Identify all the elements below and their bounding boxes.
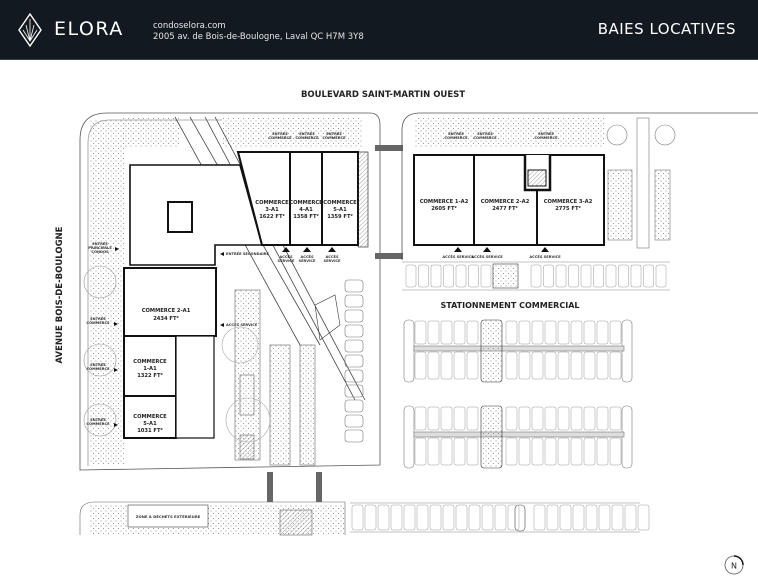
svg-text:COMMERCE 1-A2: COMMERCE 1-A2 <box>420 199 469 205</box>
svg-text:ACCÈS SERVICE: ACCÈS SERVICE <box>529 254 561 259</box>
street-label-north: BOULEVARD SAINT-MARTIN OUEST <box>301 90 465 100</box>
waste-zone-label: ZONE À DÉCHETS EXTÉRIEURE <box>136 514 201 519</box>
unit-commerce-5-a1-west[interactable]: COMMERCE 5-A1 1031 FT² <box>133 414 167 434</box>
svg-text:ENTRÉE SECONDAIRE: ENTRÉE SECONDAIRE <box>226 251 269 256</box>
unit-commerce-5-a1-north[interactable]: COMMERCE 5-A1 1359 FT² <box>323 200 357 220</box>
svg-text:ENTRÉE: ENTRÉE <box>92 241 108 246</box>
contact-info: condoselora.com 2005 av. de Bois-de-Boul… <box>153 21 364 43</box>
svg-text:ENTRÉE: ENTRÉE <box>90 417 106 422</box>
address-text: 2005 av. de Bois-de-Boulogne, Laval QC H… <box>153 32 364 42</box>
svg-text:3-A1: 3-A1 <box>265 207 279 213</box>
street-label-west: AVENUE BOIS-DE-BOULOGNE <box>55 226 65 363</box>
pillar-left <box>267 472 273 502</box>
page-title: BAIES LOCATIVES <box>597 20 736 38</box>
svg-text:COMMERCE: COMMERCE <box>323 200 357 206</box>
svg-text:N: N <box>731 562 737 571</box>
unit-commerce-1-a1[interactable]: COMMERCE 1-A1 1322 FT² <box>133 359 167 379</box>
svg-text:ACCÈS: ACCÈS <box>300 254 314 259</box>
svg-text:ENTRÉE: ENTRÉE <box>90 316 106 321</box>
svg-text:ENTRÉE: ENTRÉE <box>90 362 106 367</box>
unit-commerce-3-a2[interactable]: COMMERCE 3-A2 2775 FT² <box>544 199 593 212</box>
svg-text:1031 FT²: 1031 FT² <box>137 428 163 434</box>
svg-text:SERVICE: SERVICE <box>323 259 341 263</box>
central-landscape <box>221 279 364 466</box>
svg-text:COMMERCE: COMMERCE <box>86 422 110 426</box>
svg-text:COMMERCE: COMMERCE <box>133 414 167 420</box>
pillar-right <box>316 472 322 502</box>
east-edge-landscape <box>606 117 676 249</box>
parking-stalls <box>351 264 667 531</box>
svg-text:2477 FT²: 2477 FT² <box>492 206 518 212</box>
site-floor-plan: BOULEVARD SAINT-MARTIN OUEST AVENUE BOIS… <box>55 90 758 575</box>
svg-text:COMMERCE: COMMERCE <box>322 136 346 140</box>
svg-text:COMMERCE: COMMERCE <box>133 359 167 365</box>
svg-text:1-A1: 1-A1 <box>143 366 157 372</box>
svg-text:4-A1: 4-A1 <box>299 207 313 213</box>
unit-commerce-1-a2[interactable]: COMMERCE 1-A2 2605 FT² <box>420 199 469 212</box>
bottom-landscape <box>79 501 346 536</box>
svg-text:1358 FT²: 1358 FT² <box>293 214 319 220</box>
west-entrances: ENTRÉE PRINCIPALE CONDOS ENTRÉE COMMERCE… <box>83 241 119 437</box>
building-east <box>413 154 605 246</box>
svg-text:COMMERCE: COMMERCE <box>289 200 323 206</box>
svg-text:SERVICE: SERVICE <box>277 259 295 263</box>
svg-text:ACCÈS: ACCÈS <box>279 254 293 259</box>
svg-text:2434 FT²: 2434 FT² <box>153 316 179 322</box>
unit-commerce-3-a1[interactable]: COMMERCE 3-A1 1622 FT² <box>255 200 289 220</box>
unit-commerce-4-a1[interactable]: COMMERCE 4-A1 1358 FT² <box>289 200 323 220</box>
svg-text:ENTRÉE: ENTRÉE <box>299 131 315 136</box>
svg-text:ENTRÉE: ENTRÉE <box>272 131 288 136</box>
svg-text:PRINCIPALE: PRINCIPALE <box>88 246 112 250</box>
building-west <box>123 164 264 439</box>
north-arrow-icon: N <box>724 555 744 575</box>
svg-text:ENTRÉE: ENTRÉE <box>326 131 342 136</box>
svg-text:COMMERCE: COMMERCE <box>86 367 110 371</box>
svg-text:5-A1: 5-A1 <box>143 421 157 427</box>
unit-commerce-2-a1[interactable]: COMMERCE 2-A1 2434 FT² <box>142 308 191 322</box>
parking-row-bottom <box>350 502 640 533</box>
svg-text:CONDOS: CONDOS <box>91 250 109 254</box>
svg-text:COMMERCE: COMMERCE <box>295 136 319 140</box>
parking-lot-lower <box>403 405 633 469</box>
website-link[interactable]: condoselora.com <box>153 21 226 31</box>
svg-text:COMMERCE 2-A1: COMMERCE 2-A1 <box>142 308 191 314</box>
elora-logo-icon <box>18 13 42 47</box>
svg-text:1322 FT²: 1322 FT² <box>137 373 163 379</box>
svg-text:2605 FT²: 2605 FT² <box>431 206 457 212</box>
svg-text:COMMERCE: COMMERCE <box>268 136 292 140</box>
svg-text:COMMERCE: COMMERCE <box>86 321 110 325</box>
header-bar: ELORA condoselora.com 2005 av. de Bois-d… <box>0 0 758 60</box>
svg-text:5-A1: 5-A1 <box>333 207 347 213</box>
svg-text:COMMERCE 3-A2: COMMERCE 3-A2 <box>544 199 593 205</box>
svg-text:2775 FT²: 2775 FT² <box>555 206 581 212</box>
service-access-markers-middle: ACCÈS SERVICE ACCÈS SERVICE ACCÈS SERVIC… <box>277 247 341 263</box>
brand-name: ELORA <box>54 18 124 40</box>
svg-text:1359 FT²: 1359 FT² <box>327 214 353 220</box>
svg-text:COMMERCE: COMMERCE <box>255 200 289 206</box>
service-access-markers-east: ACCÈS SERVICE ACCÈS SERVICE ACCÈS SERVIC… <box>442 247 561 259</box>
svg-text:COMMERCE 2-A2: COMMERCE 2-A2 <box>481 199 530 205</box>
unit-commerce-2-a2[interactable]: COMMERCE 2-A2 2477 FT² <box>481 199 530 212</box>
building-north-middle <box>236 151 369 248</box>
svg-text:SERVICE: SERVICE <box>298 259 316 263</box>
svg-text:ACCÈS SERVICE: ACCÈS SERVICE <box>471 254 503 259</box>
svg-text:ACCÈS SERVICE: ACCÈS SERVICE <box>442 254 474 259</box>
parking-label: STATIONNEMENT COMMERCIAL <box>441 301 580 310</box>
svg-text:1622 FT²: 1622 FT² <box>259 214 285 220</box>
site-west-block <box>79 112 381 471</box>
svg-text:ACCÈS: ACCÈS <box>325 254 339 259</box>
parking-lot-upper <box>403 319 633 383</box>
parking-row-top <box>402 261 670 291</box>
connector-north <box>375 145 403 151</box>
site-east-block <box>401 112 758 260</box>
connector-south <box>375 253 403 259</box>
